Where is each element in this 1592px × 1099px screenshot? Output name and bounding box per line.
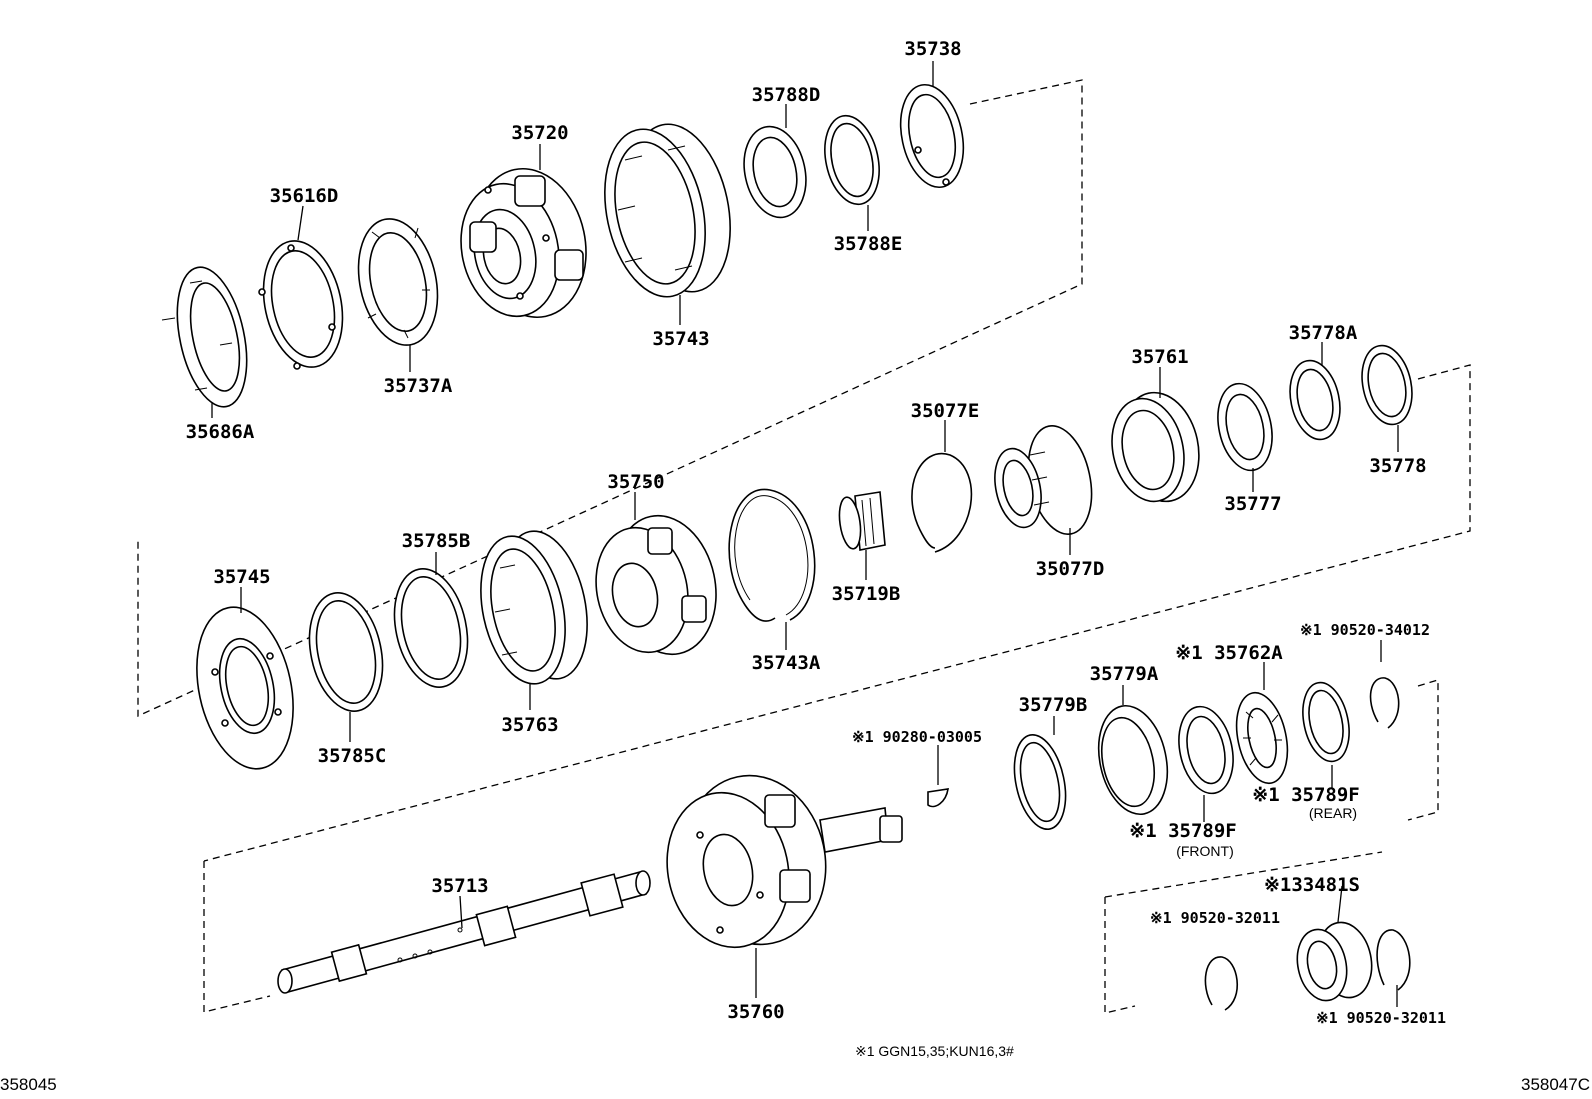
label-35743: 35743 bbox=[652, 328, 709, 350]
part-35616D-ring bbox=[258, 240, 344, 370]
label-35077D: 35077D bbox=[1036, 558, 1105, 580]
part-35761-clutch-hub bbox=[1111, 391, 1200, 503]
part-35779B-race bbox=[1013, 733, 1067, 831]
part-35762A-needle-bearing bbox=[1235, 691, 1289, 785]
part-90520-32011-snap-ring-right bbox=[1376, 929, 1411, 991]
part-35743-ring-gear bbox=[604, 123, 731, 298]
leader-lines bbox=[211, 61, 1399, 1007]
part-35686A-washer bbox=[161, 266, 248, 408]
part-35778A-bearing bbox=[1289, 359, 1341, 441]
label-35760: 35760 bbox=[727, 1001, 784, 1023]
label-35779B: 35779B bbox=[1019, 694, 1088, 716]
part-90520-34012-snap-ring bbox=[1369, 677, 1400, 729]
label-90280-03005: ※1 90280-03005 bbox=[852, 728, 982, 746]
corner-code-right: 358047C bbox=[1521, 1075, 1590, 1094]
part-35077D-sun-gear bbox=[994, 425, 1093, 535]
label-35616D: 35616D bbox=[270, 185, 339, 207]
label-35778A: 35778A bbox=[1289, 322, 1358, 344]
label-35745: 35745 bbox=[213, 566, 270, 588]
label-90520-34012: ※1 90520-34012 bbox=[1300, 621, 1430, 639]
part-35785B-ring bbox=[393, 568, 469, 688]
label-35788E: 35788E bbox=[834, 233, 903, 255]
group-outline-snapring bbox=[1104, 851, 1383, 1014]
label-35789F-front: ※1 35789F bbox=[1129, 820, 1236, 842]
part-35745-flange bbox=[196, 606, 294, 770]
part-90520-32011-snap-ring-left bbox=[1204, 956, 1239, 1011]
label-35785C: 35785C bbox=[318, 745, 387, 767]
part-35763-ring-gear bbox=[480, 530, 588, 685]
label-35686A: 35686A bbox=[186, 421, 255, 443]
label-35762A: ※1 35762A bbox=[1175, 642, 1283, 664]
part-90280-03005-key bbox=[927, 788, 949, 808]
part-35785C-ring bbox=[308, 592, 384, 712]
footnote: ※1 GGN15,35;KUN16,3# bbox=[855, 1043, 1014, 1059]
label-35743A: 35743A bbox=[752, 652, 821, 674]
label-35761: 35761 bbox=[1131, 346, 1188, 368]
label-35713: 35713 bbox=[431, 875, 488, 897]
part-35779A-race bbox=[1097, 704, 1169, 816]
label-35789F-rear: ※1 35789F bbox=[1252, 784, 1359, 806]
part-35788E-bearing bbox=[824, 114, 880, 206]
label-35720: 35720 bbox=[511, 122, 568, 144]
group-outline-right bbox=[1407, 679, 1439, 821]
label-33481S: ※133481S bbox=[1264, 874, 1360, 896]
part-35738-washer bbox=[899, 83, 965, 189]
part-35737A-disc bbox=[357, 218, 439, 346]
label-35788D: 35788D bbox=[752, 84, 821, 106]
label-35779A: 35779A bbox=[1090, 663, 1159, 685]
part-35789F-front-race bbox=[1178, 705, 1234, 795]
label-35777: 35777 bbox=[1224, 493, 1281, 515]
label-front: (FRONT) bbox=[1176, 843, 1234, 859]
label-35719B: 35719B bbox=[832, 583, 901, 605]
part-35719B-needle-bearing bbox=[838, 491, 886, 551]
label-90520-32011-right: ※1 90520-32011 bbox=[1316, 1009, 1446, 1027]
part-35743A-snap-ring bbox=[728, 488, 816, 622]
part-35788D-race bbox=[743, 125, 807, 219]
part-35778-race bbox=[1361, 344, 1413, 426]
group-outline-middle bbox=[203, 364, 1471, 862]
part-35077E-snap-ring bbox=[911, 452, 973, 553]
group-outline-lower bbox=[203, 861, 271, 1013]
label-35778: 35778 bbox=[1369, 455, 1426, 477]
part-33481S-gear bbox=[1296, 921, 1373, 1002]
part-35750-planet-carrier bbox=[595, 514, 717, 656]
label-35738: 35738 bbox=[904, 38, 961, 60]
group-outline-top bbox=[137, 79, 1083, 718]
part-35789F-rear-race bbox=[1302, 681, 1350, 763]
part-35760-output-carrier bbox=[666, 774, 903, 949]
label-90520-32011-left: ※1 90520-32011 bbox=[1150, 909, 1280, 927]
label-35737A: 35737A bbox=[384, 375, 453, 397]
part-35720-planet-carrier bbox=[460, 167, 587, 319]
part-35777-race bbox=[1217, 382, 1273, 472]
label-35750: 35750 bbox=[607, 471, 664, 493]
label-35763: 35763 bbox=[501, 714, 558, 736]
label-35785B: 35785B bbox=[402, 530, 471, 552]
label-rear: (REAR) bbox=[1309, 805, 1357, 821]
corner-code-left: 358045 bbox=[0, 1075, 57, 1094]
label-35077E: 35077E bbox=[911, 400, 980, 422]
part-35713-shaft bbox=[277, 870, 651, 994]
